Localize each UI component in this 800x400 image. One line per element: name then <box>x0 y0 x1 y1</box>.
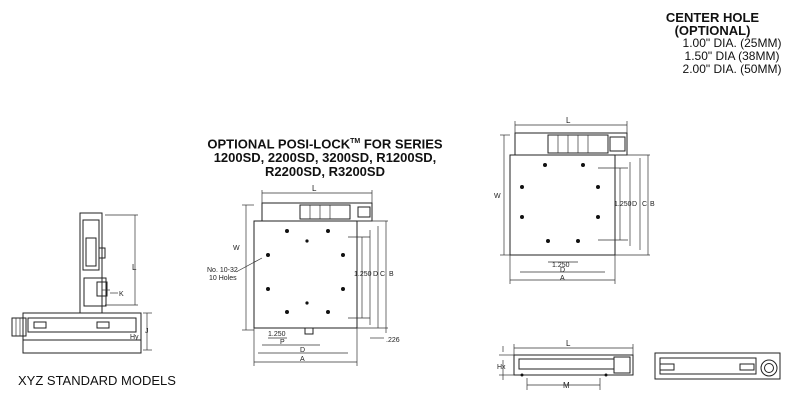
xyz-standard-model-drawing: L K Hy J <box>11 212 152 354</box>
holes-note-line2: 10 Holes <box>209 275 237 282</box>
dim-label-b-right: B <box>650 201 655 208</box>
dim-label-p: P <box>280 339 285 346</box>
center-hole-option-1: 1.00" DIA. (25MM) <box>682 36 782 50</box>
xyz-standard-models-caption: XYZ STANDARD MODELS <box>18 373 176 388</box>
dim-label-1250-mid-v: 1.250 <box>354 271 372 278</box>
dim-label-m: M <box>563 381 570 390</box>
center-hole-subtitle: (OPTIONAL) <box>674 23 751 38</box>
posilock-heading-line3: R2200SD, R3200SD <box>265 164 385 180</box>
center-hole-option-2: 1.50" DIA (38MM) <box>684 49 780 63</box>
dim-label-hx: Hx <box>497 364 506 371</box>
dim-label-j: J <box>145 328 149 335</box>
dim-label-w-right: W <box>494 193 501 200</box>
posilock-heading-line1: OPTIONAL POSI-LOCKTM FOR SERIES <box>200 135 450 151</box>
dim-label-l: L <box>132 263 137 272</box>
center-hole-option-3: 2.00" DIA. (50MM) <box>682 62 782 76</box>
posilock-stage-drawing: L W 1.250 D C B 1.250 P D A .226 No. <box>207 184 400 366</box>
center-hole-stage-drawing: L W 1.250 D C B 1.250 D A <box>494 116 655 284</box>
dim-label-1250-right-h: 1.250 <box>552 262 570 269</box>
dim-label-1250-mid-h: 1.250 <box>268 331 286 338</box>
dim-label-l-side: L <box>566 339 571 348</box>
dim-label-c-mid: C <box>380 271 385 278</box>
dim-label-a-mid: A <box>300 356 305 363</box>
dim-label-d-mid-h: D <box>300 347 305 354</box>
dim-label-d-right-h: D <box>560 267 565 274</box>
center-hole-title: CENTER HOLE <box>665 10 760 25</box>
dim-label-l-mid: L <box>312 184 317 193</box>
posilock-tm: TM <box>350 138 361 145</box>
center-hole-heading: CENTER HOLE (OPTIONAL) <box>655 11 770 37</box>
side-view-drawing: L Hx M <box>497 339 634 390</box>
dim-label-226: .226 <box>386 337 400 344</box>
holes-note-line1: No. 10-32 <box>207 267 238 274</box>
dim-label-l-right: L <box>566 116 571 125</box>
posilock-heading: OPTIONAL POSI-LOCKTM FOR SERIES 1200SD, … <box>200 135 450 179</box>
dim-label-a-right: A <box>560 275 565 282</box>
dim-label-c-right: C <box>642 201 647 208</box>
posilock-name: OPTIONAL POSI-LOCK <box>207 136 351 152</box>
posilock-heading-line2: 1200SD, 2200SD, 3200SD, R1200SD, <box>213 150 437 166</box>
dim-label-d-right-v: D <box>632 201 637 208</box>
center-hole-options: 1.00" DIA. (25MM) 1.50" DIA (38MM) 2.00"… <box>672 37 792 76</box>
dim-label-hy: Hy <box>130 334 139 341</box>
dim-label-d-mid-v: D <box>373 271 378 278</box>
dim-label-k: K <box>119 291 124 298</box>
dim-label-w-mid: W <box>233 245 240 252</box>
end-view-drawing <box>654 352 781 380</box>
dim-label-1250-right-v: 1.250 <box>614 201 632 208</box>
dim-label-b-mid: B <box>389 271 394 278</box>
posilock-suffix: FOR SERIES <box>360 136 443 152</box>
